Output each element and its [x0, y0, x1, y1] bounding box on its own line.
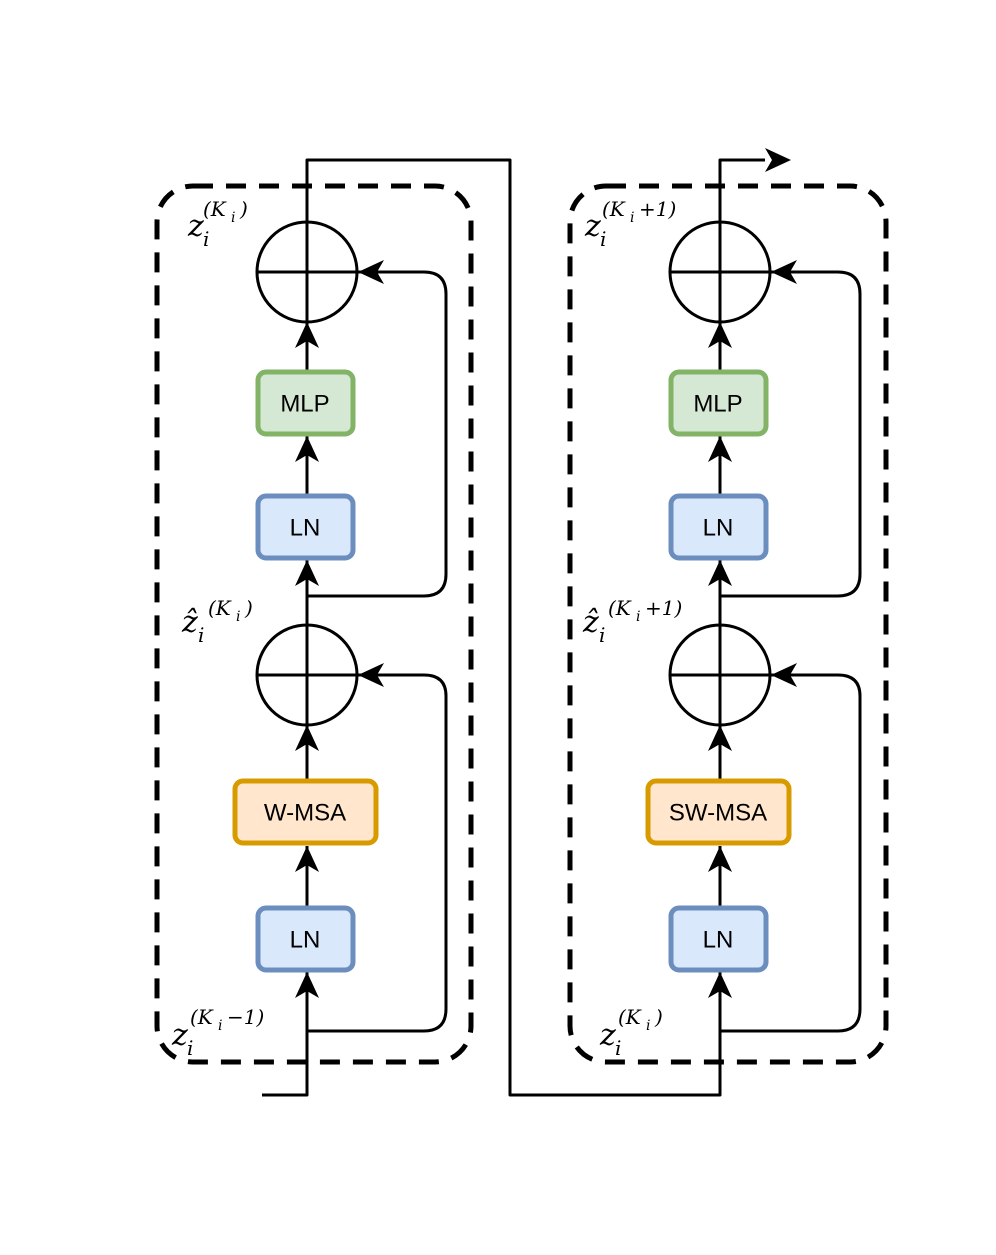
- svg-text:(K: (K: [208, 596, 232, 620]
- node-label: W-MSA: [264, 800, 346, 827]
- svg-text:i: i: [636, 609, 640, 625]
- adder-icon: [668, 623, 772, 727]
- node-label: MLP: [280, 391, 329, 418]
- block-2-container: [567, 183, 889, 1065]
- node-label: SW-MSA: [669, 800, 767, 827]
- block-1-mlp-node: MLP: [255, 369, 356, 437]
- svg-text:(K: (K: [608, 596, 632, 620]
- block-2-ln-top-node: LN: [668, 493, 769, 561]
- adder-icon: [668, 220, 772, 324]
- svg-text:i: i: [600, 227, 606, 251]
- svg-text:−1): −1): [227, 1005, 264, 1029]
- block-1-input-label: z i (K i −1): [171, 1005, 264, 1060]
- block-2-mlp-node: MLP: [668, 369, 769, 437]
- block-1-output-label: z i (K i ): [187, 197, 248, 251]
- svg-text:(K: (K: [203, 197, 227, 221]
- block-2-wires: [708, 148, 862, 1033]
- svg-text:): ): [239, 197, 248, 221]
- block-2-mid-label: ẑ i (K i +1): [582, 596, 682, 647]
- svg-text:ẑ: ẑ: [582, 605, 599, 640]
- svg-text:i: i: [646, 1018, 650, 1034]
- svg-text:(K: (K: [618, 1005, 642, 1029]
- svg-text:i: i: [203, 227, 209, 251]
- block-2-input-label: z i (K i ): [599, 1005, 663, 1060]
- node-label: LN: [703, 927, 734, 954]
- node-label: MLP: [693, 391, 742, 418]
- adder-icon: [255, 623, 359, 727]
- block-2-output-label: z i (K i +1): [584, 197, 676, 251]
- output-arrowhead: [765, 148, 791, 172]
- svg-text:ẑ: ẑ: [181, 605, 198, 640]
- svg-text:z: z: [187, 209, 204, 244]
- svg-text:(K: (K: [602, 197, 626, 221]
- svg-text:i: i: [231, 210, 235, 226]
- svg-text:(K: (K: [190, 1005, 214, 1029]
- svg-text:z: z: [171, 1018, 188, 1053]
- svg-text:i: i: [187, 1036, 193, 1060]
- block-2-ln-bottom-node: LN: [668, 905, 769, 973]
- svg-text:+1): +1): [639, 197, 676, 221]
- svg-text:z: z: [599, 1018, 616, 1053]
- adder-icon: [255, 220, 359, 324]
- node-label: LN: [290, 515, 321, 542]
- svg-text:): ): [654, 1005, 663, 1029]
- block-1-wires: [262, 158, 732, 1097]
- svg-text:+1): +1): [645, 596, 682, 620]
- block-2-attention-node: SW-MSA: [645, 778, 792, 846]
- node-label: LN: [703, 515, 734, 542]
- svg-text:i: i: [599, 623, 605, 647]
- block-1-attention-node: W-MSA: [232, 778, 379, 846]
- arrowhead: [295, 972, 319, 998]
- block-1-ln-top-node: LN: [255, 493, 356, 561]
- svg-text:i: i: [198, 623, 204, 647]
- block-1-container: [154, 183, 474, 1065]
- block-1-ln-bottom-node: LN: [255, 905, 356, 973]
- node-label: LN: [290, 927, 321, 954]
- svg-text:z: z: [584, 209, 601, 244]
- svg-text:i: i: [218, 1018, 222, 1034]
- svg-text:i: i: [615, 1036, 621, 1060]
- block-1-mid-label: ẑ i (K i ): [181, 596, 253, 647]
- svg-text:): ): [244, 596, 253, 620]
- svg-text:i: i: [630, 210, 634, 226]
- svg-text:i: i: [236, 609, 240, 625]
